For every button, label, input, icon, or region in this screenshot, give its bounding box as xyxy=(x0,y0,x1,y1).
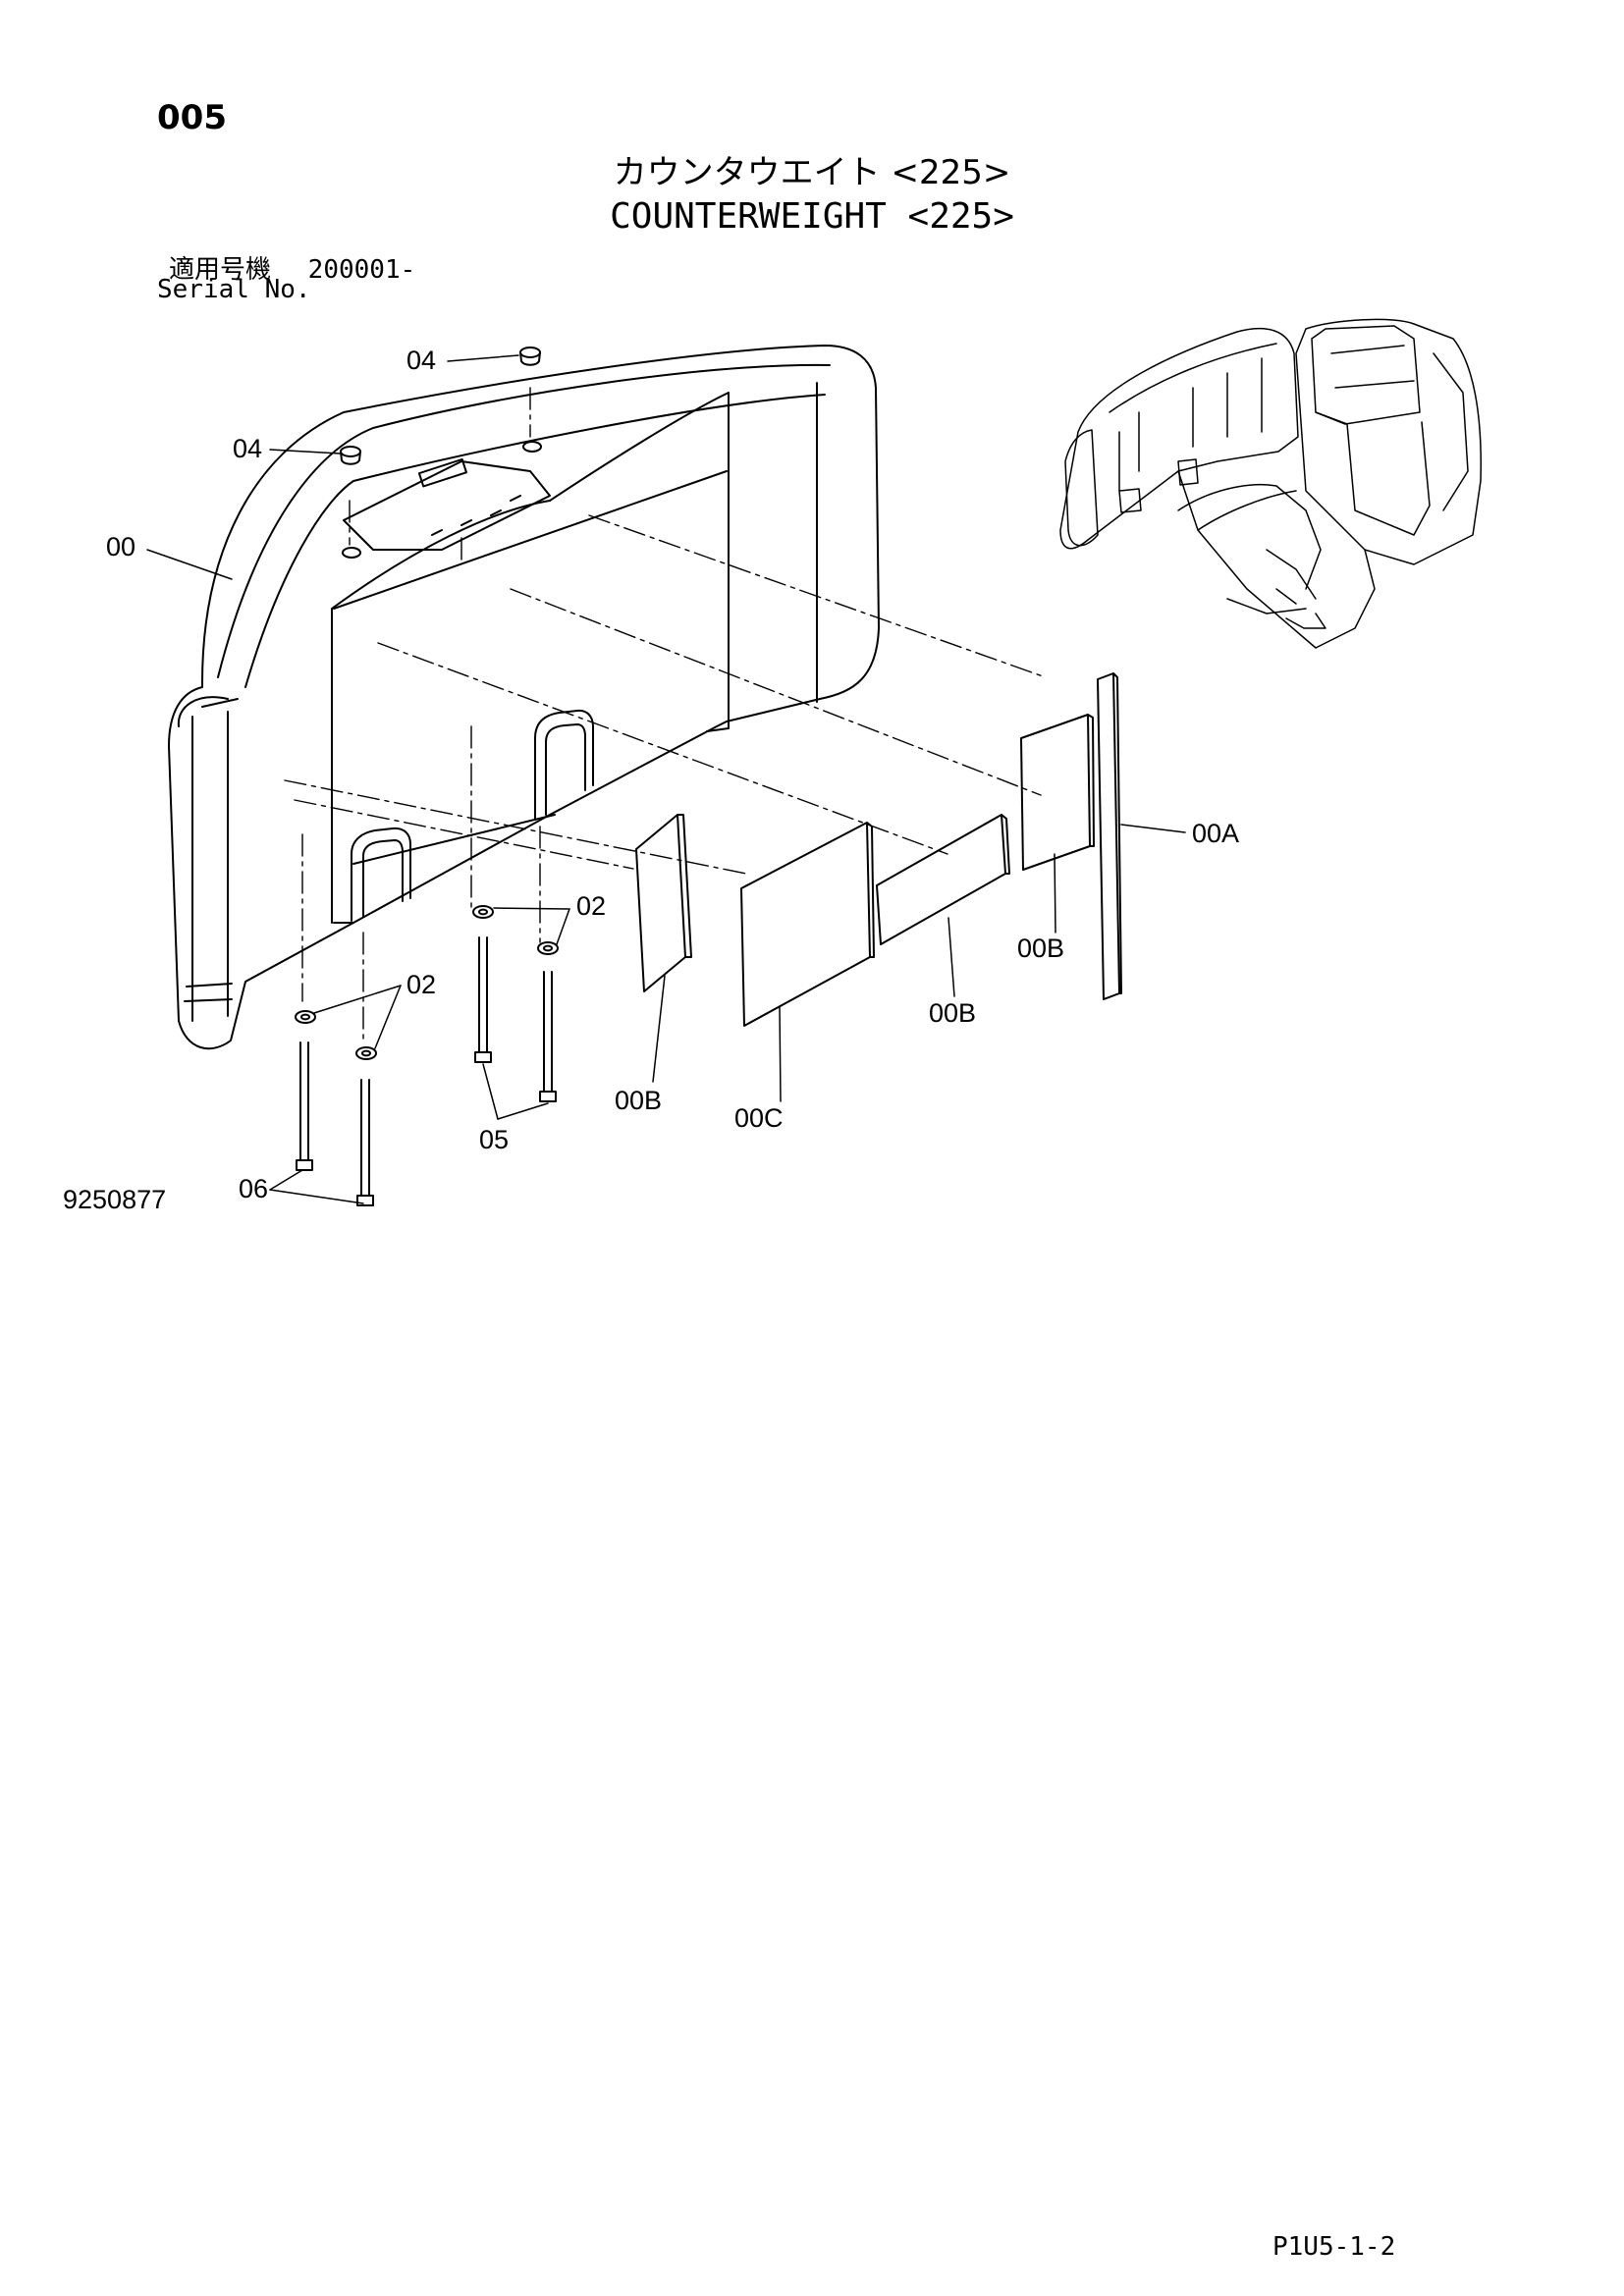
counterweight-lower-edge xyxy=(333,727,730,924)
counterweight-back-plate xyxy=(331,382,818,924)
cap-parts-04 xyxy=(340,347,542,559)
callout-00C: 00C xyxy=(734,1103,784,1133)
counterweight-top-edge xyxy=(217,363,831,678)
cap-top xyxy=(519,347,541,358)
callout-00B-3: 00B xyxy=(1017,934,1065,963)
counterweight-side-rim xyxy=(177,696,233,1002)
weight-plates xyxy=(635,672,1122,1027)
bolt-06-left xyxy=(296,1041,313,1171)
cap-seat-top xyxy=(522,441,542,453)
serial-label-english: Serial No. xyxy=(157,275,311,304)
washer-parts-02 xyxy=(295,905,559,1060)
top-bracket-tabs xyxy=(431,495,521,536)
callout-00B-1: 00B xyxy=(615,1086,663,1115)
plate-00B-2 xyxy=(876,814,1010,945)
serial-label-japanese: 適用号機 200001- xyxy=(169,249,415,286)
bolt-parts xyxy=(296,936,557,1206)
counterweight-front-face xyxy=(333,392,730,610)
top-bracket-slot xyxy=(417,457,467,488)
bolt-05-right xyxy=(539,971,557,1102)
page-code: P1U5-1-2 xyxy=(1272,2232,1396,2262)
top-bracket xyxy=(343,460,551,551)
counterweight-outer-outline xyxy=(168,345,880,1050)
serial-label-jp-text: 適用号機 xyxy=(169,255,272,285)
callout-02-right: 02 xyxy=(576,891,607,921)
counterweight-inner-top xyxy=(244,394,826,688)
plate-00B-1 xyxy=(635,814,692,992)
title-japanese: カウンタウエイト <225> xyxy=(613,153,1011,192)
plate-00C xyxy=(740,822,875,1027)
callout-leaders xyxy=(146,354,1186,1204)
serial-value: 200001- xyxy=(307,255,416,285)
excavator-location-inset xyxy=(1059,318,1482,649)
callout-00B-2: 00B xyxy=(929,998,977,1028)
lifting-hooks xyxy=(351,709,594,922)
cap-seat-left xyxy=(342,547,361,559)
callout-00A: 00A xyxy=(1192,819,1240,848)
callout-00: 00 xyxy=(106,532,136,561)
lifting-hook-left xyxy=(351,827,411,922)
callout-04-top: 04 xyxy=(406,346,437,375)
lifting-hook-right xyxy=(534,709,594,821)
figure-number: 9250877 xyxy=(63,1185,167,1214)
cap-left xyxy=(340,446,361,457)
bolt-06-right xyxy=(356,1079,374,1206)
page-number: 005 xyxy=(157,98,227,137)
counterweight-body xyxy=(168,345,880,1050)
callout-04-left: 04 xyxy=(233,434,263,463)
explosion-centerlines xyxy=(284,387,1047,1041)
callout-06: 06 xyxy=(239,1174,269,1203)
callout-05: 05 xyxy=(479,1125,510,1154)
plate-00B-3 xyxy=(1020,714,1095,871)
bar-00A xyxy=(1097,672,1122,1000)
bolt-05-left xyxy=(474,936,492,1063)
title-english: COUNTERWEIGHT <225> xyxy=(610,196,1014,237)
callout-02-left: 02 xyxy=(406,970,437,999)
counterweight-side-face xyxy=(191,698,239,1022)
